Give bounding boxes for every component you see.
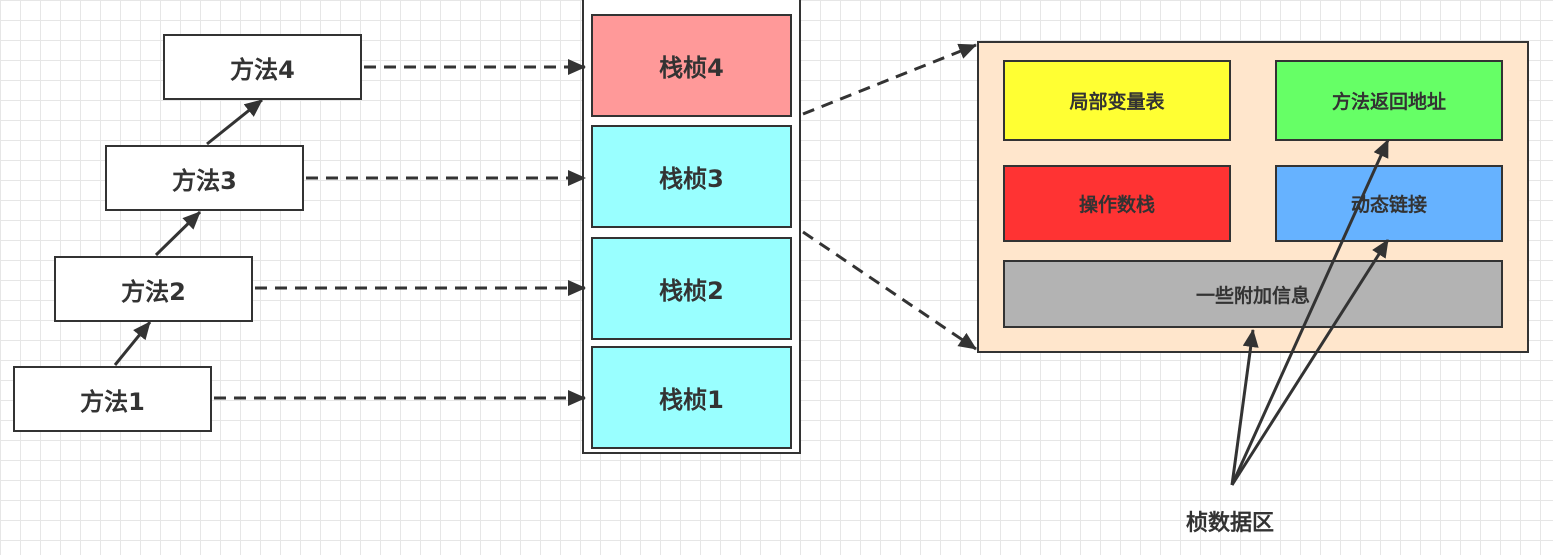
method-4-box: 方法4	[163, 34, 362, 100]
method-3-box: 方法3	[105, 145, 304, 211]
return-address: 方法返回地址	[1275, 60, 1503, 141]
method3-to-method4-arrow	[206, 98, 263, 146]
frame-data-area-caption: 桢数据区	[1185, 511, 1274, 536]
local-variables-label: 局部变量表	[1069, 91, 1165, 113]
additional-info-label: 一些附加信息	[1195, 284, 1310, 307]
stack-frame-1-label: 栈桢1	[659, 386, 724, 414]
return-address-label: 方法返回地址	[1331, 91, 1446, 113]
stack-frame-2-label: 栈桢2	[659, 277, 724, 305]
method2-to-method3-arrow	[154, 210, 202, 257]
stack-frame-3: 栈桢3	[591, 125, 792, 228]
stack-frame-4: 栈桢4	[591, 14, 792, 117]
local-variables-table: 局部变量表	[1003, 60, 1231, 141]
zoom-bottom-arrow	[802, 230, 977, 351]
dynamic-linking-label: 动态链接	[1350, 194, 1427, 216]
caption-to-additional-info-arrow	[1230, 329, 1259, 486]
method-2-box: 方法2	[54, 256, 253, 322]
method-4-label: 方法4	[230, 55, 295, 84]
method-3-label: 方法3	[172, 166, 237, 195]
zoom-top-arrow	[802, 43, 977, 116]
stack-frame-1: 栈桢1	[591, 346, 792, 449]
method-1-box: 方法1	[13, 366, 212, 432]
dynamic-linking: 动态链接	[1275, 165, 1503, 242]
method-1-label: 方法1	[80, 387, 145, 416]
method1-to-method2-arrow	[113, 321, 152, 366]
additional-info: 一些附加信息	[1003, 260, 1503, 328]
method-2-label: 方法2	[121, 277, 186, 306]
stack-frame-4-label: 栈桢4	[659, 54, 724, 82]
stack-frame-2: 栈桢2	[591, 237, 792, 340]
stack-frame-3-label: 栈桢3	[659, 165, 724, 193]
operand-stack: 操作数栈	[1003, 165, 1231, 242]
operand-stack-label: 操作数栈	[1078, 194, 1155, 216]
